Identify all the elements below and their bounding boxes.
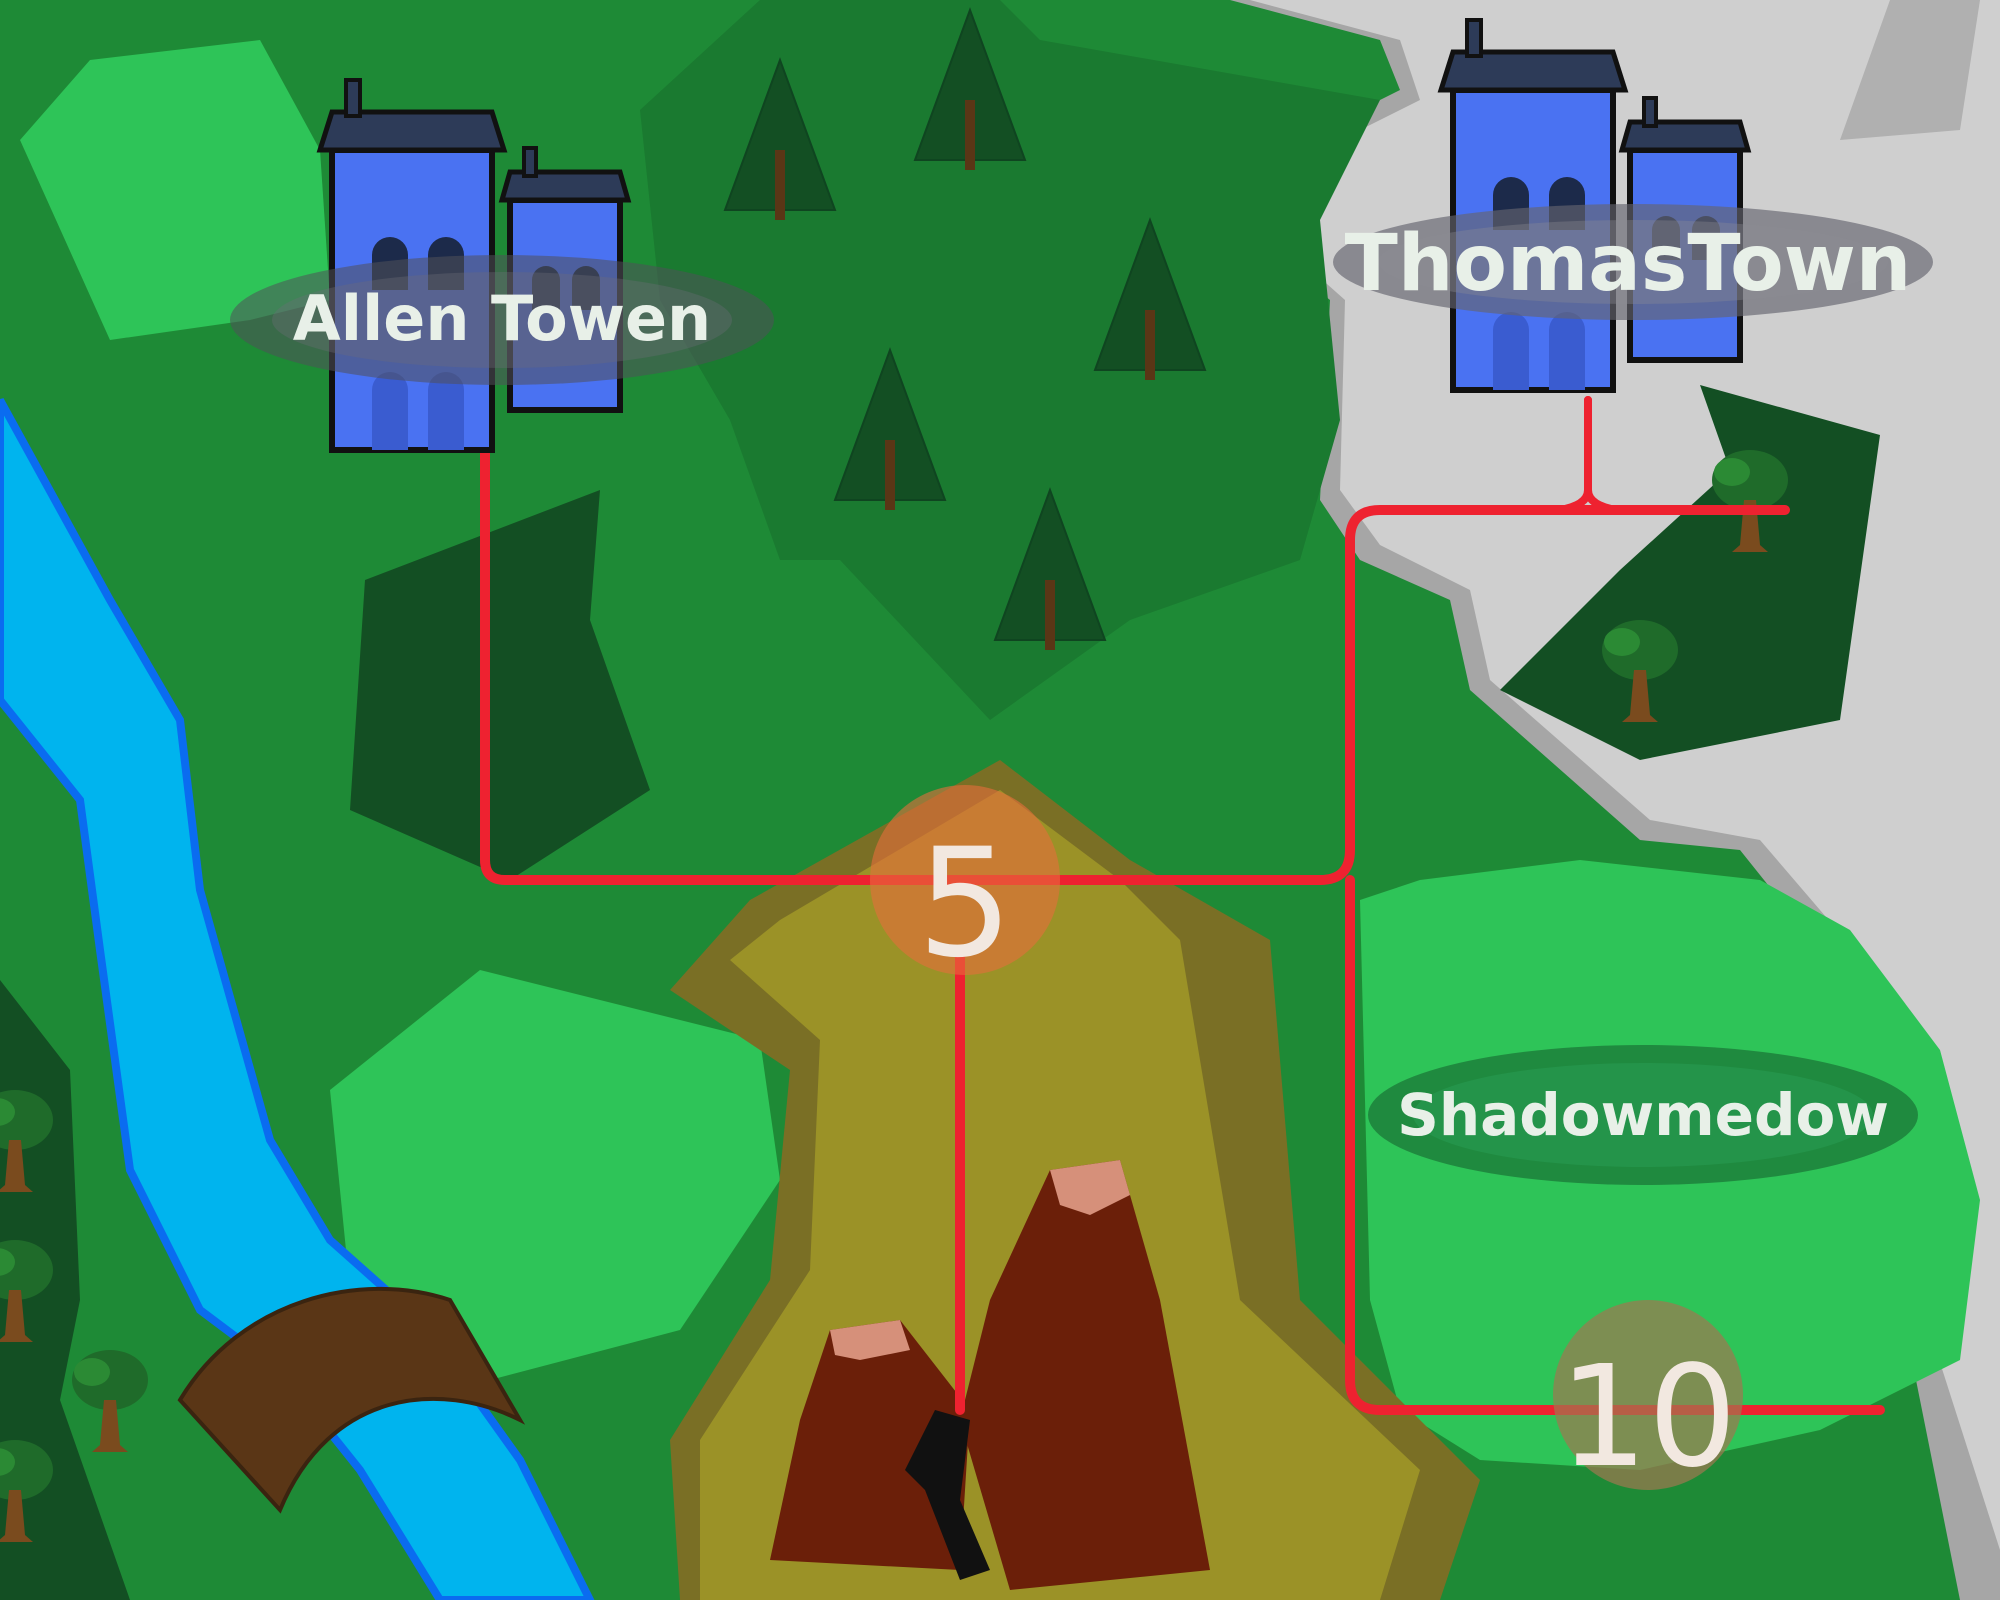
meadow-patch: [330, 970, 780, 1380]
forest-patch-dark: [350, 490, 650, 880]
mountain-peak: [1840, 0, 1980, 140]
town-allen-towen[interactable]: Allen Towen: [230, 80, 774, 450]
volcano-mountains: [770, 1160, 1210, 1590]
river: [0, 398, 595, 1600]
rocky-highland-light: [1250, 0, 2000, 1550]
town-label: Allen Towen: [293, 282, 711, 355]
route-marker-10[interactable]: 10: [1553, 1300, 1743, 1499]
route-number: 10: [1559, 1336, 1737, 1499]
route-number: 5: [917, 817, 1012, 991]
meadow-patch: [20, 40, 330, 340]
route-marker-5[interactable]: 5: [870, 785, 1060, 991]
bridge: [177, 1286, 526, 1514]
town-thomas-town[interactable]: ThomasTown: [1333, 20, 1933, 390]
region-label: Shadowmedow: [1397, 1081, 1889, 1149]
route-lines: [480, 396, 1885, 1415]
region-shadowmedow[interactable]: Shadowmedow: [1368, 1045, 1918, 1185]
town-label: ThomasTown: [1345, 219, 1912, 309]
